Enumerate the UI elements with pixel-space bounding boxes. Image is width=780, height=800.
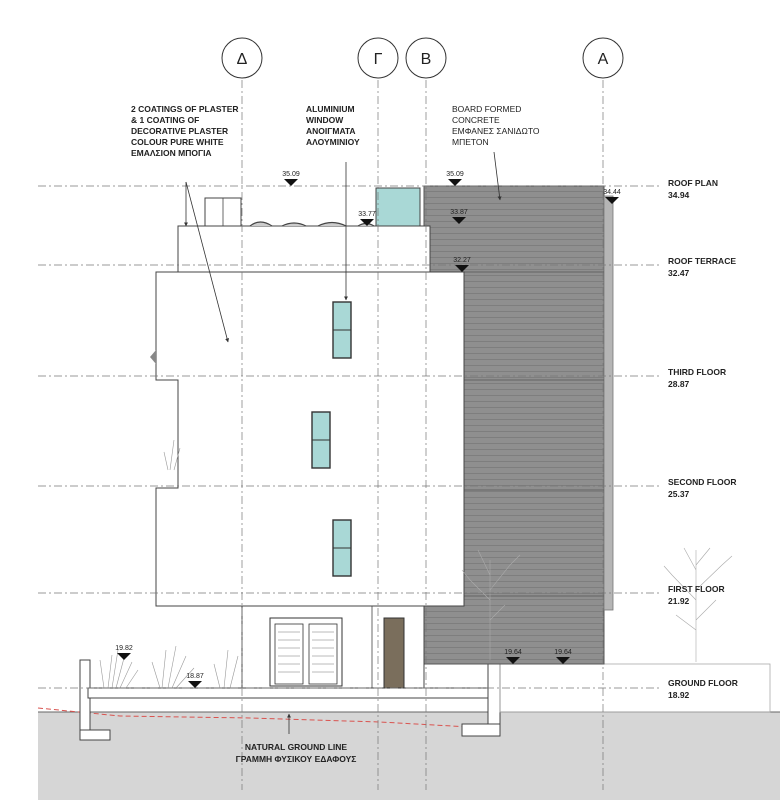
spot-level-terrace-slab: 32.27 — [453, 257, 471, 272]
roof-terrace-slab — [177, 225, 431, 273]
grid-bubble-gamma: Γ — [357, 37, 399, 79]
svg-text:35.09: 35.09 — [282, 171, 300, 178]
svg-text:2 COATINGS OF PLASTER: 2 COATINGS OF PLASTER — [131, 104, 239, 114]
svg-text:ROOF TERRACE: ROOF TERRACE — [668, 256, 736, 266]
service-door — [383, 617, 405, 689]
svg-text:& 1 COATING OF: & 1 COATING OF — [131, 115, 199, 125]
tree-left — [461, 549, 521, 660]
svg-text:ΕΜΑΛΣΙΟΝ ΜΠΟΓΙΑ: ΕΜΑΛΣΙΟΝ ΜΠΟΓΙΑ — [131, 148, 212, 158]
level-label-third-floor: THIRD FLOOR 28.87 — [668, 367, 726, 389]
ground-mass — [38, 712, 780, 800]
svg-text:33.87: 33.87 — [450, 209, 468, 216]
annotation-ground-line: NATURAL GROUND LINE ΓΡΑΜΜΗ ΦΥΣΙΚΟΥ ΕΔΑΦΟ… — [236, 713, 357, 764]
svg-text:18.92: 18.92 — [668, 690, 690, 700]
level-lines — [38, 185, 660, 689]
svg-text:19.64: 19.64 — [554, 649, 572, 656]
grid-label-alpha: Α — [598, 51, 609, 68]
svg-text:NATURAL GROUND LINE: NATURAL GROUND LINE — [245, 742, 347, 752]
svg-text:THIRD FLOOR: THIRD FLOOR — [668, 367, 726, 377]
svg-text:BOARD FORMED: BOARD FORMED — [452, 104, 521, 114]
spot-level-terrace-left: 33.77 — [358, 211, 376, 226]
spot-level-terrace-mid: 33.87 — [450, 209, 468, 224]
svg-text:18.87: 18.87 — [186, 673, 204, 680]
annotation-concrete: BOARD FORMED CONCRETE ΕΜΦΑΝΕΣ ΣΑΝΙΔΩΤΟ Μ… — [452, 104, 540, 201]
garden-footing-left — [79, 729, 111, 741]
level-label-first-floor: FIRST FLOOR 21.92 — [668, 584, 725, 606]
svg-text:32.47: 32.47 — [668, 268, 690, 278]
natural-ground-line — [37, 707, 471, 728]
level-label-roof-terrace: ROOF TERRACE 32.47 — [668, 256, 736, 278]
concrete-fin — [603, 195, 614, 611]
skylight — [375, 187, 421, 227]
grid-label-gamma: Γ — [374, 51, 383, 68]
grid-bubble-delta: Δ — [221, 37, 263, 79]
grid-label-beta: Β — [421, 51, 432, 68]
svg-text:COLOUR PURE WHITE: COLOUR PURE WHITE — [131, 137, 224, 147]
svg-text:32.27: 32.27 — [453, 257, 471, 264]
svg-text:SECOND FLOOR: SECOND FLOOR — [668, 477, 736, 487]
annotation-window: ALUMINIUM WINDOW ΑΝΟΙΓΜΑΤΑ ΑΛΟΥΜΙΝΙΟΥ — [306, 104, 360, 301]
svg-text:21.92: 21.92 — [668, 596, 690, 606]
svg-text:FIRST FLOOR: FIRST FLOOR — [668, 584, 725, 594]
svg-text:GROUND FLOOR: GROUND FLOOR — [668, 678, 738, 688]
level-label-ground-floor: GROUND FLOOR 18.92 — [668, 678, 738, 700]
svg-text:ALUMINIUM: ALUMINIUM — [306, 104, 355, 114]
spot-level-entry-left: 19.64 — [504, 649, 522, 664]
spot-level-garden-floor: 18.87 — [186, 673, 204, 688]
svg-text:19.82: 19.82 — [115, 645, 133, 652]
svg-text:33.77: 33.77 — [358, 211, 376, 218]
svg-text:ΓΡΑΜΜΗ ΦΥΣΙΚΟΥ ΕΔΑΦΟΥΣ: ΓΡΑΜΜΗ ΦΥΣΙΚΟΥ ΕΔΑΦΟΥΣ — [236, 754, 357, 764]
tree-right — [663, 547, 733, 662]
level-label-roof-plan: ROOF PLAN 34.94 — [668, 178, 718, 200]
svg-text:DECORATIVE PLASTER: DECORATIVE PLASTER — [131, 126, 228, 136]
svg-text:35.09: 35.09 — [446, 171, 464, 178]
retaining-footing-right — [461, 723, 501, 737]
svg-text:ΑΝΟΙΓΜΑΤΑ: ΑΝΟΙΓΜΑΤΑ — [306, 126, 356, 136]
spot-level-entry-right: 19.64 — [554, 649, 572, 664]
svg-text:34.94: 34.94 — [668, 190, 690, 200]
shrubs — [99, 439, 239, 689]
svg-text:CONCRETE: CONCRETE — [452, 115, 500, 125]
spot-level-roof-top-mid: 35.09 — [446, 171, 464, 186]
spot-level-parapet-right: 34.44 — [603, 189, 621, 204]
grid-lines — [241, 80, 604, 790]
grid-label-delta: Δ — [237, 51, 248, 68]
svg-text:ΑΛΟΥΜΙΝΙΟΥ: ΑΛΟΥΜΙΝΙΟΥ — [306, 137, 360, 147]
svg-text:ROOF PLAN: ROOF PLAN — [668, 178, 718, 188]
roof-pebbles — [249, 221, 375, 227]
grid-bubble-alpha: Α — [582, 37, 624, 79]
garden-slab — [87, 687, 494, 699]
level-label-second-floor: SECOND FLOOR 25.37 — [668, 477, 736, 499]
svg-text:34.44: 34.44 — [603, 189, 621, 196]
svg-text:WINDOW: WINDOW — [306, 115, 344, 125]
svg-text:25.37: 25.37 — [668, 489, 690, 499]
side-bracket — [150, 350, 156, 364]
entrance-doors — [269, 617, 343, 687]
svg-text:28.87: 28.87 — [668, 379, 690, 389]
plaster-volume — [155, 271, 465, 607]
svg-text:ΜΠΕΤΟΝ: ΜΠΕΤΟΝ — [452, 137, 489, 147]
annotation-plaster: 2 COATINGS OF PLASTER & 1 COATING OF DEC… — [131, 104, 239, 343]
svg-text:19.64: 19.64 — [504, 649, 522, 656]
garden-fence-right — [499, 663, 771, 713]
retaining-wall-right — [487, 659, 501, 731]
spot-level-roof-top-left: 35.09 — [282, 171, 300, 186]
spot-level-garden-wall: 19.82 — [115, 645, 133, 660]
svg-text:ΕΜΦΑΝΕΣ ΣΑΝΙΔΩΤΟ: ΕΜΦΑΝΕΣ ΣΑΝΙΔΩΤΟ — [452, 126, 540, 136]
grid-bubble-beta: Β — [405, 37, 447, 79]
